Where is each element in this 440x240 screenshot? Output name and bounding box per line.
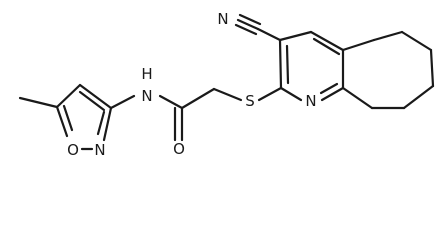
bond-pyr-c2-c3-inner bbox=[285, 44, 290, 85]
bond-nitrile-triple-1 bbox=[236, 18, 260, 31]
bond-nitrile-c-c3 bbox=[256, 27, 282, 42]
molecule-structure-diagram: N H N O S N N O bbox=[18, 10, 435, 159]
bond-pyr-n-c2 bbox=[279, 86, 303, 102]
bond-hept-5 bbox=[402, 84, 435, 110]
bond-isox-c5-o bbox=[55, 105, 69, 138]
bond-isox-n-c3-inner bbox=[96, 110, 106, 136]
atom-nitrile-n: N bbox=[217, 10, 228, 28]
bond-isox-c4-c5 bbox=[55, 83, 82, 109]
bond-nitrile-triple-2 bbox=[238, 13, 262, 26]
bond-hept-2 bbox=[372, 30, 404, 42]
atom-pyridine-n: N bbox=[305, 92, 316, 110]
atom-amide-h: H bbox=[141, 65, 152, 83]
bond-carbonyl-nh bbox=[158, 94, 184, 110]
atom-labels: N H N O S N N O bbox=[67, 10, 317, 159]
bond-s-ch2 bbox=[212, 87, 243, 102]
bond-pyr-c4-c4a-inner bbox=[312, 37, 341, 56]
bond-c2-s bbox=[257, 86, 283, 102]
bond-pyr-c2-c3 bbox=[278, 38, 283, 90]
bond-isox-n-c3 bbox=[102, 106, 113, 142]
bond-ch2-carbonyl bbox=[180, 87, 216, 110]
bond-pyr-c9a-n bbox=[320, 86, 345, 102]
atom-amide-n: N bbox=[141, 87, 152, 105]
bond-hept-3 bbox=[400, 30, 433, 52]
bond-hept-1 bbox=[341, 38, 376, 52]
bond-isox-c5-o-inner bbox=[62, 104, 74, 132]
bond-isox-c3-c4-inner bbox=[78, 90, 106, 112]
bond-nitrile-triple-3 bbox=[234, 23, 258, 36]
atom-amide-o: O bbox=[173, 140, 185, 158]
bond-pyr-c9a-n-inner bbox=[319, 82, 339, 95]
bond-methyl bbox=[18, 96, 59, 109]
bond-hept-7 bbox=[341, 86, 374, 110]
bond-nh-isoxazole bbox=[109, 94, 136, 110]
bond-isox-c3-c4 bbox=[78, 83, 113, 110]
atom-isoxazole-o: O bbox=[67, 141, 79, 159]
bonds bbox=[18, 13, 435, 151]
bond-hept-4 bbox=[429, 48, 435, 88]
bond-pyr-c4-c4a bbox=[309, 30, 345, 52]
bond-pyr-c3-c4 bbox=[278, 30, 313, 42]
atom-thioether-s: S bbox=[245, 92, 255, 110]
atom-isoxazole-n: N bbox=[94, 141, 105, 159]
